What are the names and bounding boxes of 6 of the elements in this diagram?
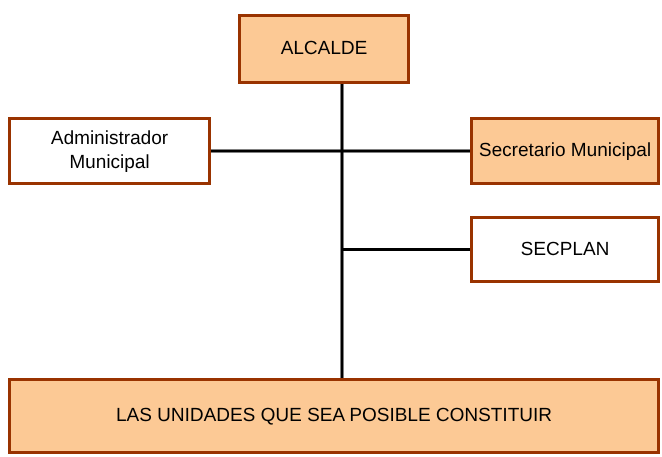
org-box: ALCALDE <box>238 14 410 84</box>
org-box: LAS UNIDADES QUE SEA POSIBLE CONSTITUIR <box>8 378 660 454</box>
org-box: Administrador Municipal <box>8 117 211 185</box>
org-box: Secretario Municipal <box>470 117 660 185</box>
org-box: SECPLAN <box>470 216 660 283</box>
connector-line <box>340 84 344 378</box>
